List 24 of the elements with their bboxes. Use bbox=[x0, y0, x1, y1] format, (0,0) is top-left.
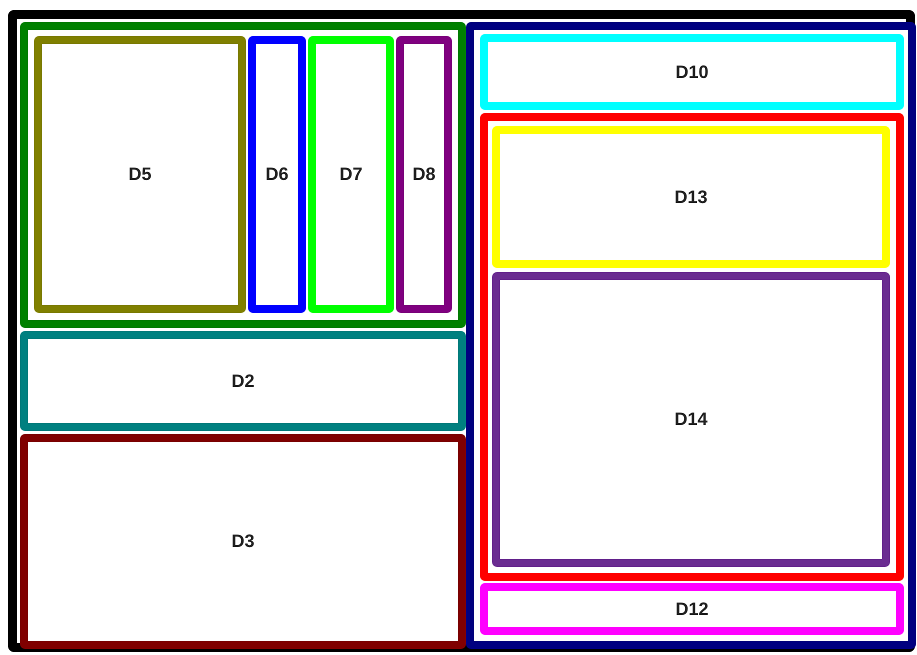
box-label: D5 bbox=[128, 164, 152, 185]
labeled-box bbox=[34, 36, 246, 313]
labeled-box bbox=[396, 36, 452, 313]
box-label: D12 bbox=[675, 598, 709, 620]
labeled-box bbox=[492, 126, 890, 268]
box-label: D3 bbox=[231, 531, 254, 552]
box-label: D10 bbox=[675, 62, 709, 82]
box-label: D8 bbox=[412, 164, 436, 185]
labeled-box bbox=[480, 34, 904, 110]
labeled-box bbox=[480, 583, 904, 635]
labeled-box bbox=[20, 331, 466, 431]
box-label: D2 bbox=[231, 370, 254, 392]
container-box bbox=[20, 22, 466, 328]
box-label: D6 bbox=[265, 164, 288, 185]
labeled-box bbox=[308, 36, 394, 313]
container-box bbox=[466, 22, 916, 649]
box-label: D7 bbox=[339, 164, 362, 185]
box-label: D13 bbox=[674, 186, 708, 208]
labeled-box bbox=[20, 434, 466, 649]
labeled-box bbox=[248, 36, 306, 313]
labeled-box bbox=[492, 272, 890, 567]
container-box bbox=[8, 10, 915, 652]
box-label: D14 bbox=[674, 409, 708, 430]
container-box bbox=[480, 113, 904, 581]
